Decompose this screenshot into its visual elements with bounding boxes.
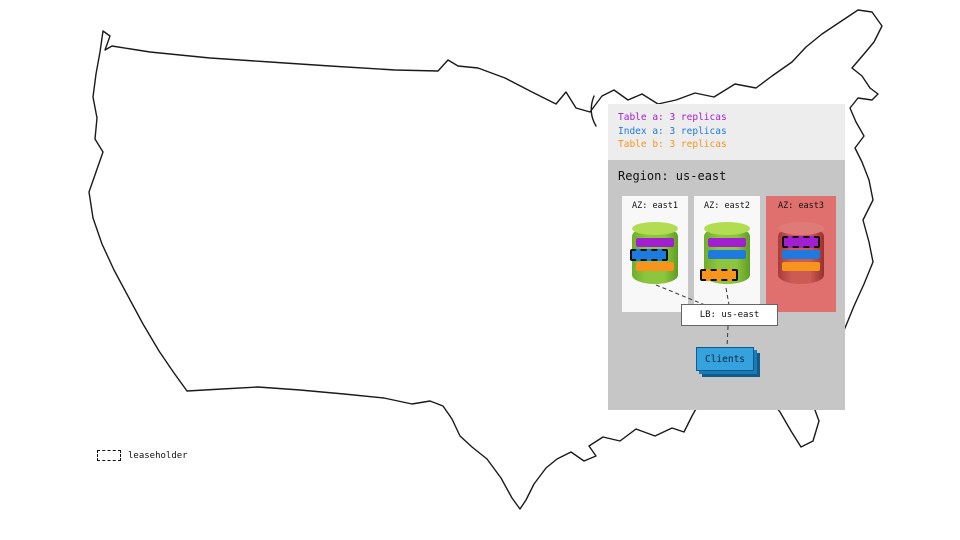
leaseholder-replica-bar-table-a <box>782 236 820 248</box>
replica-legend-panel: Table a: 3 replicas Index a: 3 replicas … <box>608 104 845 160</box>
leaseholder-replica-bar-table-b <box>700 269 738 281</box>
az-box-east3: AZ: east3 <box>766 196 836 312</box>
clients-box: Clients <box>696 347 754 371</box>
replica-bar-table-b <box>782 262 820 271</box>
connector-lb-to-clients <box>726 325 729 349</box>
az-box-east2: AZ: east2 <box>694 196 760 312</box>
legend-item-table-a: Table a: 3 replicas <box>618 112 727 123</box>
region-panel: Region: us-east AZ: east1 AZ: east2 <box>608 160 845 410</box>
replica-bar-table-b <box>636 262 674 271</box>
legend-item-table-b: Table b: 3 replicas <box>618 139 727 150</box>
legend-item-index-a: Index a: 3 replicas <box>618 125 727 137</box>
replica-bar-table-a <box>636 238 674 247</box>
az-box-east1: AZ: east1 <box>622 196 688 312</box>
cylinder-top <box>778 222 824 235</box>
clients-stack: Clients <box>696 347 760 377</box>
region-title: Region: us-east <box>618 169 727 183</box>
leaseholder-legend-label: leaseholder <box>128 450 188 461</box>
az-label-east1: AZ: east1 <box>631 201 679 211</box>
cylinder-top <box>704 222 750 235</box>
db-cylinder-east3 <box>778 222 824 284</box>
replica-bar-index-a <box>708 250 746 259</box>
db-cylinder-east1 <box>630 222 678 284</box>
leaseholder-legend: leaseholder <box>97 450 188 461</box>
db-cylinder-east2 <box>700 222 750 284</box>
load-balancer-box: LB: us-east <box>681 304 778 326</box>
leaseholder-replica-bar-index-a <box>630 249 668 261</box>
az-label-east3: AZ: east3 <box>777 201 825 211</box>
replica-bar-table-a <box>708 238 746 247</box>
leaseholder-swatch-icon <box>97 450 121 461</box>
az-label-east2: AZ: east2 <box>703 201 751 211</box>
map-path-great-lakes <box>590 95 597 127</box>
replica-bar-index-a <box>782 250 820 259</box>
cylinder-top <box>632 222 678 235</box>
